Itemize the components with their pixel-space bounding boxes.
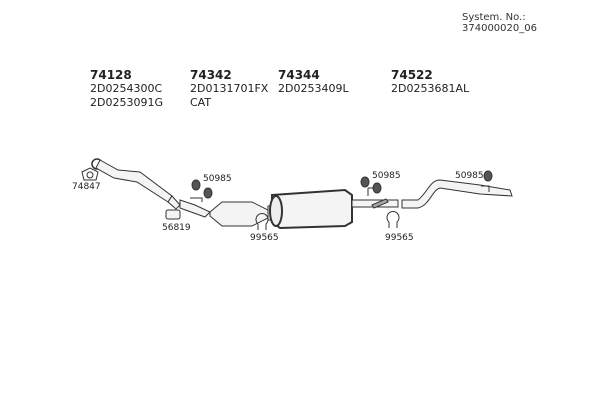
front-pipe: [95, 159, 173, 203]
rubber-hanger: [483, 170, 493, 182]
part-74344[interactable]: 74344 2D0253409L: [278, 68, 349, 96]
part-number: 74344: [278, 68, 320, 82]
clamp-99565: [255, 213, 269, 230]
part-number: 74342: [190, 68, 232, 82]
rubber-hanger: [360, 176, 370, 188]
part-74522[interactable]: 74522 2D0253681AL: [391, 68, 469, 96]
rubber-hanger: [191, 179, 201, 191]
part-number: 74522: [391, 68, 433, 82]
part-74342[interactable]: 74342 2D0131701FX CAT: [190, 68, 268, 110]
callout-50985[interactable]: 50985: [455, 171, 484, 181]
part-code: 2D0131701FX: [190, 82, 269, 95]
tail-pipe: [401, 179, 513, 209]
rubber-hanger: [372, 182, 382, 194]
clamp-99565: [386, 211, 400, 228]
part-code: 2D0253091G: [90, 96, 163, 109]
rubber-hanger: [203, 187, 213, 199]
muffler: [271, 188, 353, 230]
system-number: System. No.: 374000020_06: [462, 12, 537, 34]
callout-99565[interactable]: 99565: [385, 233, 414, 243]
callout-74847[interactable]: 74847: [72, 182, 101, 192]
callout-50985[interactable]: 50985: [203, 174, 232, 184]
callout-99565[interactable]: 99565: [250, 233, 279, 243]
part-74128[interactable]: 74128 2D0254300C 2D0253091G: [90, 68, 163, 110]
part-code: 2D0253409L: [278, 82, 349, 95]
callout-56819[interactable]: 56819: [162, 223, 191, 233]
part-code: 2D0254300C: [90, 82, 163, 95]
part-number: 74128: [90, 68, 132, 82]
part-code: 2D0253681AL: [391, 82, 470, 95]
callout-50985[interactable]: 50985: [372, 171, 401, 181]
clamp-56819: [165, 209, 181, 220]
part-code: CAT: [190, 96, 212, 109]
